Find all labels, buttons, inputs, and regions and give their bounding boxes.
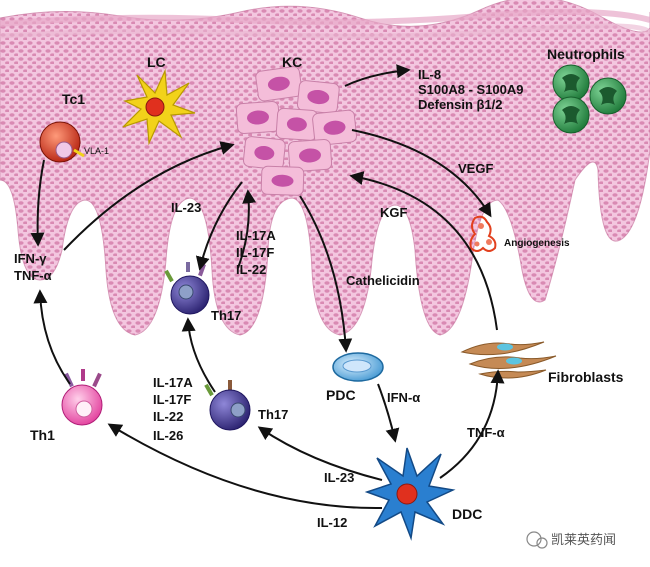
arrow-ddc-to-th1: [107, 423, 383, 510]
th17-bottom-cell: [204, 380, 251, 431]
il23-top-label: IL-23: [171, 200, 201, 215]
ddc-label: DDC: [452, 506, 482, 522]
langerhans-cell: [122, 68, 196, 146]
arrow-ddc-to-th17-bottom: [257, 426, 383, 481]
ifn-gamma-label: IFN-γ: [14, 251, 47, 266]
vegf-label: VEGF: [458, 161, 493, 176]
tnf-alpha-right-label: TNF-α: [467, 425, 505, 440]
th17-top-cell: [164, 262, 210, 315]
fibroblast-group: [460, 341, 557, 379]
arrow-th17-bottom-to-th17-top: [181, 317, 216, 393]
arrow-ifn-to-kc: [63, 141, 235, 251]
il17f-top-label: IL-17F: [236, 245, 274, 260]
th17-top-label: Th17: [211, 308, 241, 323]
arrow-th1-to-ifn: [33, 289, 71, 385]
pdc-cell: [332, 352, 384, 382]
il17a-top-label: IL-17A: [236, 228, 276, 243]
cathelicidin-label: Cathelicidin: [346, 273, 420, 288]
arrow-kc-to-pdc: [299, 195, 353, 353]
th1-cell: [61, 369, 103, 426]
kc-label: KC: [282, 54, 302, 70]
arrow-kc-to-angiogenesis: [351, 129, 492, 218]
vla1-label: VLA-1: [84, 146, 109, 156]
tnf-alpha-left-label: TNF-α: [14, 268, 52, 283]
arrow-ddc-to-fibroblasts: [439, 369, 505, 479]
il17a-bottom-label: IL-17A: [153, 375, 193, 390]
defensin-label: Defensin β1/2: [418, 97, 503, 112]
arrow-fibroblast-to-kc: [349, 171, 498, 331]
pdc-label: PDC: [326, 387, 356, 403]
watermark: 凯莱英药闻: [526, 531, 616, 549]
angiogenesis-label: Angiogenesis: [504, 238, 570, 249]
th17-bottom-label: Th17: [258, 407, 288, 422]
arrow-pdc-to-ddc: [377, 383, 400, 443]
ddc-cell: [364, 447, 456, 541]
angiogenesis-vessel-icon: [469, 215, 497, 252]
kgf-label: KGF: [380, 205, 408, 220]
il8-label: IL-8: [418, 67, 441, 82]
fibroblasts-label: Fibroblasts: [548, 369, 624, 385]
lc-label: LC: [147, 54, 166, 70]
th1-label: Th1: [30, 427, 55, 443]
il26-bottom-label: IL-26: [153, 428, 183, 443]
pathway-arrows: [30, 64, 505, 510]
il12-label: IL-12: [317, 515, 347, 530]
il22-top-label: IL-22: [236, 262, 266, 277]
il22-bottom-label: IL-22: [153, 409, 183, 424]
il17f-bottom-label: IL-17F: [153, 392, 191, 407]
watermark-text: 凯莱英药闻: [551, 533, 616, 548]
s100-label: S100A8 - S100A9: [418, 82, 524, 97]
tc1-cell: [39, 121, 85, 163]
arrow-kc-to-th17-top: [195, 181, 243, 271]
keratinocyte-cluster: [235, 66, 358, 196]
ifn-alpha-label: IFN-α: [387, 390, 420, 405]
neutrophil-group: [552, 64, 627, 134]
tc1-label: Tc1: [62, 91, 85, 107]
neutrophils-label: Neutrophils: [547, 46, 625, 62]
arrow-tc1-to-ifn: [30, 159, 45, 247]
il23-bottom-label: IL-23: [324, 470, 354, 485]
arrow-th17-top-to-kc: [237, 189, 257, 269]
arrow-kc-to-il8: [344, 64, 411, 87]
